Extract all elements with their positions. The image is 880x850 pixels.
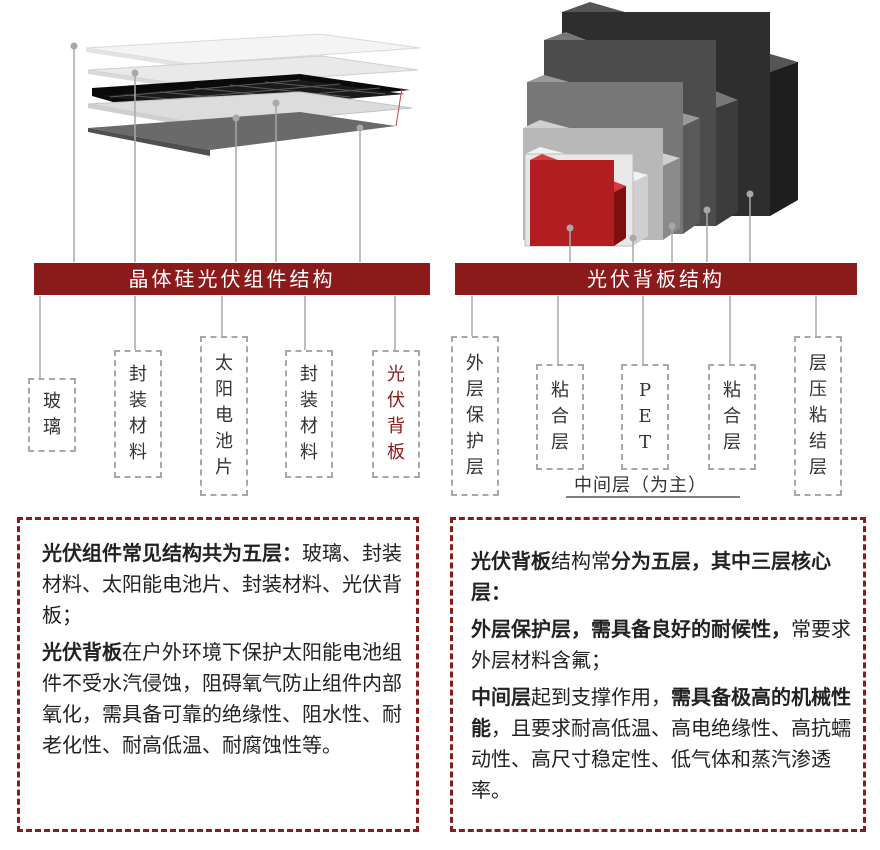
crystalline-module-banner: 晶体硅光伏组件结构 <box>34 263 430 295</box>
backsheet-layers-heading: 光伏背板 <box>471 549 551 573</box>
backsheet-role-paragraph: 光伏背板在户外环境下保护太阳能电池组件不受水汽侵蚀，阻碍氧气防止组件内部氧化，需… <box>42 637 402 761</box>
layer-char: T <box>638 432 651 453</box>
layer-char: 背 <box>387 416 405 437</box>
backsheet-role-text: 在户外环境下保护太阳能电池组件不受水汽侵蚀，阻碍氧气防止组件内部氧化，需具备可靠… <box>42 640 402 757</box>
outer-layer-text: 常要求外层材料含氟； <box>471 617 851 672</box>
backsheet-layers-paragraph: 光伏背板结构常分为五层，其中三层核心层： <box>471 546 853 608</box>
layer-char: 保 <box>466 405 484 426</box>
layer-label-backsheet: 光 伏 背 板 <box>372 350 420 478</box>
outer-layer-paragraph: 外层保护层，需具备良好的耐候性，常要求外层材料含氟； <box>471 614 853 676</box>
backsheet-layers-emphasis: 分为五层，其中三层核心层： <box>471 549 831 604</box>
layer-char: 结 <box>809 431 827 452</box>
layer-char: 装 <box>129 390 147 411</box>
module-structure-text: 玻璃、封装材料、太阳能电池片、封装材料、光伏背板； <box>42 541 402 627</box>
layer-label-adhesive-2: 粘 合 层 <box>708 364 756 470</box>
layer-char: 太 <box>215 353 233 374</box>
middle-layer-text-1: 起到支撑作用， <box>531 685 671 709</box>
layer-char: 材 <box>129 416 147 437</box>
backsheet-layer-blocks <box>523 2 798 247</box>
module-description-panel: 光伏组件常见结构共为五层：玻璃、封装材料、太阳能电池片、封装材料、光伏背板； 光… <box>17 517 419 832</box>
layer-char: 层 <box>466 457 484 478</box>
backsheet-description-panel: 光伏背板结构常分为五层，其中三层核心层： 外层保护层，需具备良好的耐候性，常要求… <box>450 517 866 832</box>
layer-char: 封 <box>300 364 318 385</box>
layer-char: 电 <box>215 405 233 426</box>
layer-char: 阳 <box>215 379 233 400</box>
layer-label-encapsulant-2: 封 装 材 料 <box>285 350 333 478</box>
layer-label-outer-protective: 外 层 保 护 层 <box>451 336 499 496</box>
layer-char: 料 <box>129 442 147 463</box>
layer-char: 片 <box>215 457 233 478</box>
layer-char: 池 <box>215 431 233 452</box>
middle-layer-emphasis: 需具备极高的机械性能 <box>471 685 851 740</box>
layer-char: 层 <box>551 432 569 453</box>
middle-layer-paragraph: 中间层起到支撑作用，需具备极高的机械性能，且要求耐高低温、高电绝缘性、高抗蠕动性… <box>471 682 853 806</box>
layer-char: 封 <box>129 364 147 385</box>
layer-label-encapsulant-1: 封 装 材 料 <box>114 350 162 478</box>
layer-char: 外 <box>466 353 484 374</box>
layer-char: 压 <box>809 379 827 400</box>
layer-char: 璃 <box>43 417 61 438</box>
right-connector-lines <box>471 196 817 365</box>
layer-char: 层 <box>809 457 827 478</box>
layer-char: 粘 <box>723 380 741 401</box>
module-structure-heading: 光伏组件常见结构共为五层： <box>42 541 302 565</box>
layer-char: 粘 <box>551 380 569 401</box>
layer-char: 伏 <box>387 390 405 411</box>
layer-char: 合 <box>723 406 741 427</box>
module-structure-paragraph: 光伏组件常见结构共为五层：玻璃、封装材料、太阳能电池片、封装材料、光伏背板； <box>42 538 402 631</box>
layer-char: 板 <box>387 442 405 463</box>
layer-char: 层 <box>723 432 741 453</box>
left-connector-lines <box>39 48 396 380</box>
middle-layer-text-2: ，且要求耐高低温、高电绝缘性、高抗蠕动性、高尺寸稳定性、低气体和蒸汽渗透率。 <box>471 716 851 802</box>
backsheet-structure-banner: 光伏背板结构 <box>455 263 857 295</box>
layer-char: 层 <box>466 379 484 400</box>
layer-char: E <box>638 406 652 427</box>
solar-module-exploded-view <box>85 33 421 156</box>
layer-label-glass: 玻 璃 <box>28 378 76 452</box>
middle-layer-heading: 中间层 <box>471 685 531 709</box>
layer-char: 合 <box>551 406 569 427</box>
layer-char: 材 <box>300 416 318 437</box>
layer-label-solar-cell: 太 阳 电 池 片 <box>200 336 248 496</box>
layer-char: 玻 <box>43 391 61 412</box>
layer-label-pet: P E T <box>621 364 669 470</box>
backsheet-layers-text: 结构常 <box>551 549 611 573</box>
layer-char: 装 <box>300 390 318 411</box>
layer-char: 层 <box>809 353 827 374</box>
layer-char: 料 <box>300 442 318 463</box>
layer-char: 粘 <box>809 405 827 426</box>
layer-char: 光 <box>387 364 405 385</box>
middle-layer-caption: 中间层（为主） <box>574 475 707 496</box>
layer-char: P <box>638 380 652 401</box>
layer-label-adhesive-1: 粘 合 层 <box>536 364 584 470</box>
backsheet-role-heading: 光伏背板 <box>42 640 122 664</box>
layer-char: 护 <box>466 431 484 452</box>
layer-label-lamination-bonding: 层 压 粘 结 层 <box>794 336 842 496</box>
outer-layer-heading: 外层保护层，需具备良好的耐候性， <box>471 617 791 641</box>
